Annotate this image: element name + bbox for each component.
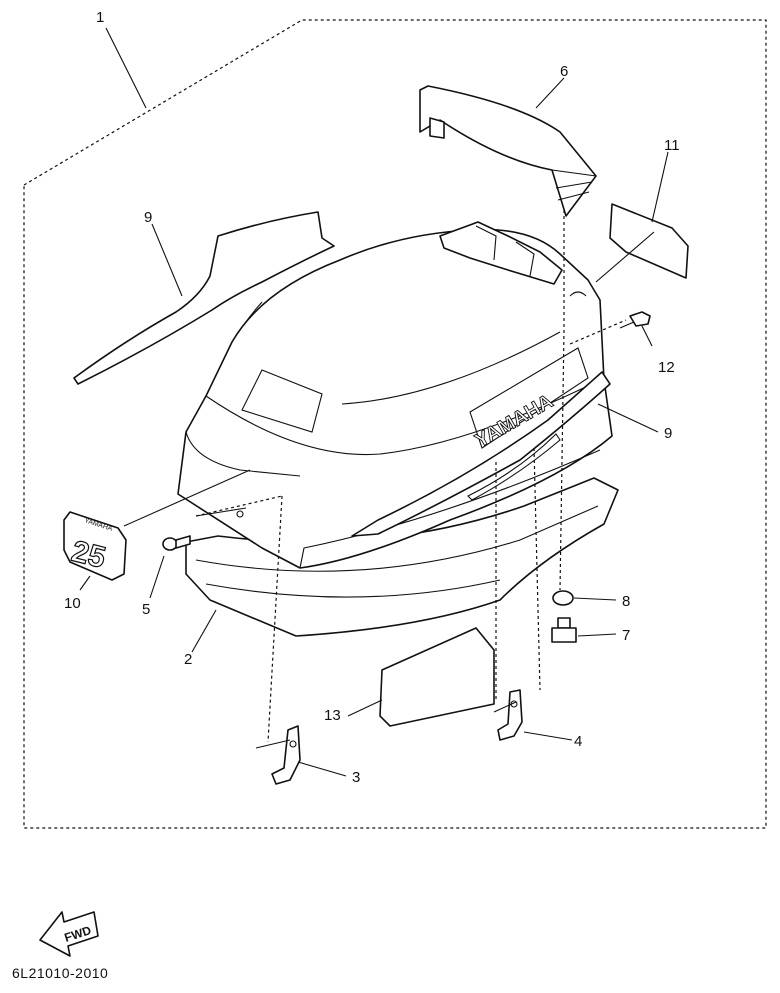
assembly-guide-lines [195,210,627,743]
callout-9-left: 9 [144,209,152,226]
bolt-part-7 [551,617,577,643]
callout-leaders [79,27,669,777]
callout-13: 13 [324,707,341,724]
diagram-part-code: 6L21010-2010 [12,965,109,981]
washer-part-8 [552,590,574,606]
bracket-part-3 [271,725,301,785]
model-badge-part: YAMAHA 25 [63,511,127,581]
callout-6: 6 [560,63,568,80]
assembly-boundary [23,19,767,829]
callout-10: 10 [64,595,81,612]
callout-5: 5 [142,601,150,618]
callout-12: 12 [658,359,675,376]
forward-arrow-icon: FWD [39,911,99,957]
side-stripe-right-part [351,371,611,537]
callout-2: 2 [184,651,192,668]
callout-3: 3 [352,769,360,786]
callout-7: 7 [622,627,630,644]
screw-part-5 [162,535,191,551]
label-plate-part [379,627,495,727]
bracket-part-4 [497,689,523,741]
callout-11: 11 [664,137,680,154]
callout-8: 8 [622,593,630,610]
top-cowling-body [177,221,613,569]
callout-4: 4 [574,733,582,750]
top-cover-part [419,85,597,217]
callout-1: 1 [96,9,104,26]
callout-9-right: 9 [664,425,672,442]
side-stripe-left-part [73,211,335,385]
rear-label-part [609,203,689,279]
bolt-part-12 [619,311,651,329]
seal-part [185,477,619,637]
